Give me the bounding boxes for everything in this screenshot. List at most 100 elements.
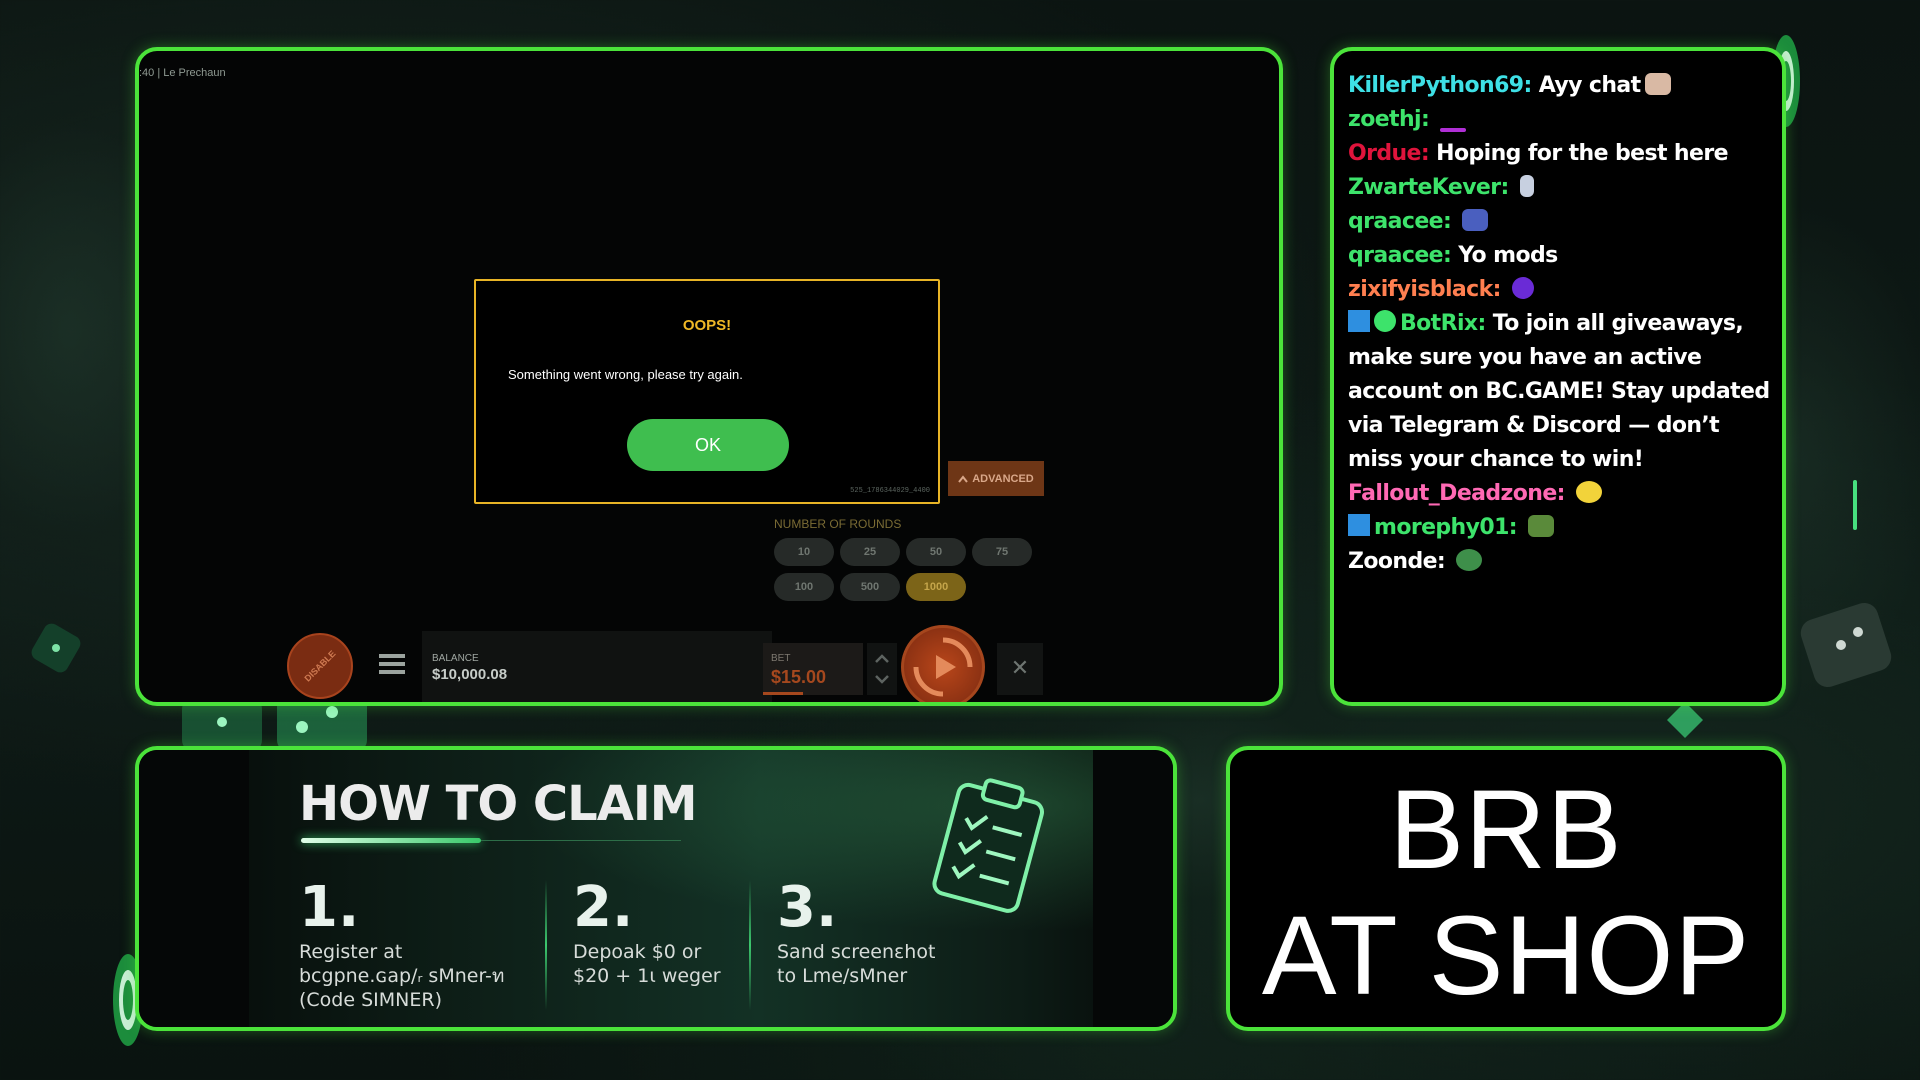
balance-label: BALANCE [432,653,479,664]
emote-icon [1528,515,1555,537]
chat-username: zoethj: [1348,107,1430,132]
round-option[interactable]: 50 [906,538,966,566]
step-line: bcgpne.ɢap/ᵣ sMner-ท [299,965,505,987]
moderator-badge-icon [1348,514,1370,536]
modal-message: Something went wrong, please try again. [508,367,743,382]
disable-button[interactable]: DISABLE [273,619,367,702]
chat-username: Zoonde: [1348,549,1446,574]
glow-line-icon [1853,480,1857,530]
menu-icon[interactable] [379,654,405,674]
advanced-button[interactable]: ADVANCED [948,461,1044,496]
round-option-selected[interactable]: 1000 [906,573,966,601]
chat-username: zixifyisblack: [1348,277,1501,302]
step-text: Sand screenɛhot to Lme/sMner [777,940,935,988]
clipboard-checklist-icon [924,770,1054,920]
spin-icon [913,637,973,697]
chat-message: zixifyisblack: [1348,273,1772,307]
chat-message: qraacee: [1348,205,1772,239]
step-number: 3. [777,875,838,940]
step-number: 2. [573,875,634,940]
chat-text: Hoping for the best here [1436,141,1728,166]
modal-error-id: 525_1786344029_4400 [850,487,930,495]
emote-icon [1511,277,1534,299]
title-underline-thin [481,840,681,841]
brb-panel: BRB AT SHOP [1226,746,1786,1031]
chevron-up-icon [958,474,969,483]
game-header: :40 | Le Prechaun [139,67,226,79]
advanced-label: ADVANCED [972,472,1034,485]
chat-username: KillerPython69: [1348,73,1532,98]
chat-username: Fallout_Deadzone: [1348,481,1565,506]
chat-message: morephy01: [1348,511,1772,545]
bet-label: BET [771,653,791,664]
claim-title: HOW TO CLAIM [299,776,697,832]
chat-message: Zoonde: [1348,545,1772,579]
emote-icon [1462,209,1489,231]
brb-line-1: BRB [1389,767,1623,892]
step-text: Register at bcgpne.ɢap/ᵣ sMner-ท (Code S… [299,940,504,1012]
step-line: (Code SIMNER) [299,989,442,1011]
close-icon[interactable]: ✕ [997,643,1043,695]
chat-username: qraacee: [1348,209,1452,234]
bet-display[interactable]: BET $15.00 [763,643,863,695]
step-line: Depoak $0 or [573,941,702,963]
step-divider [749,880,751,1010]
emote-icon [1456,549,1483,571]
dice-icon [1800,602,1892,688]
emote-icon [1575,481,1602,503]
round-option[interactable]: 100 [774,573,834,601]
chat-message: ZwarteKever: [1348,171,1772,205]
chat-text: To join all giveaways, make sure you hav… [1348,311,1770,472]
verified-badge-icon [1374,310,1396,332]
chat-message: Fallout_Deadzone: [1348,477,1772,511]
bet-value: $15.00 [771,667,827,687]
brb-line-2: AT SHOP [1261,893,1751,1018]
round-option[interactable]: 10 [774,538,834,566]
step-line: $20 + 1ι weger [573,965,721,987]
emote-icon [1519,175,1534,197]
chat-message: Ordue: Hoping for the best here [1348,137,1772,171]
balance-display: BALANCE $10,000.08 [422,631,772,702]
panel-side-strip [1093,750,1173,1027]
chat-message: qraacee: Yo mods [1348,239,1772,273]
error-modal: OOPS! Something went wrong, please try a… [474,279,940,504]
chat-username: BotRix: [1400,311,1486,336]
chat-text: Yo mods [1458,243,1558,268]
dice-icon [182,692,367,752]
chevron-up-down-icon [875,654,889,684]
round-option[interactable]: 75 [972,538,1032,566]
spin-button[interactable] [901,625,985,702]
step-line: to Lme/sMner [777,965,908,987]
round-option[interactable]: 25 [840,538,900,566]
step-divider [545,880,547,1010]
chat-text: Ayy chat [1538,73,1641,98]
round-option[interactable]: 500 [840,573,900,601]
bet-underline [763,692,803,695]
ok-button[interactable]: OK [627,419,789,471]
step-line: Register at [299,941,403,963]
dice-icon [31,623,81,673]
chat-message: BotRix: To join all giveaways, make sure… [1348,307,1772,477]
gem-icon [1667,702,1703,738]
step-line: Sand screenɛhot [777,941,936,963]
balance-value: $10,000.08 [432,666,508,683]
chat-username: morephy01: [1374,515,1518,540]
emote-icon [1644,73,1671,95]
game-panel: :40 | Le Prechaun OOPS! Something went w… [135,47,1283,706]
step-number: 1. [299,875,360,940]
chat-message: zoethj: [1348,103,1772,137]
chat-message: KillerPython69: Ayy chat [1348,69,1772,103]
title-underline [301,838,481,843]
emote-icon [1440,128,1467,132]
bet-stepper[interactable] [867,643,897,695]
modal-title: OOPS! [682,317,732,334]
chat-panel: KillerPython69: Ayy chat zoethj: Ordue: … [1330,47,1786,706]
step-text: Depoak $0 or $20 + 1ι weger [573,940,721,988]
moderator-badge-icon [1348,310,1370,332]
panel-side-strip [139,750,249,1027]
how-to-claim-panel: HOW TO CLAIM 1. Register at bcgpne.ɢap/ᵣ… [135,746,1177,1031]
chat-username: Ordue: [1348,141,1430,166]
rounds-label: NUMBER OF ROUNDS [774,517,902,531]
disable-label: DISABLE [302,648,338,684]
chat-username: ZwarteKever: [1348,175,1509,200]
